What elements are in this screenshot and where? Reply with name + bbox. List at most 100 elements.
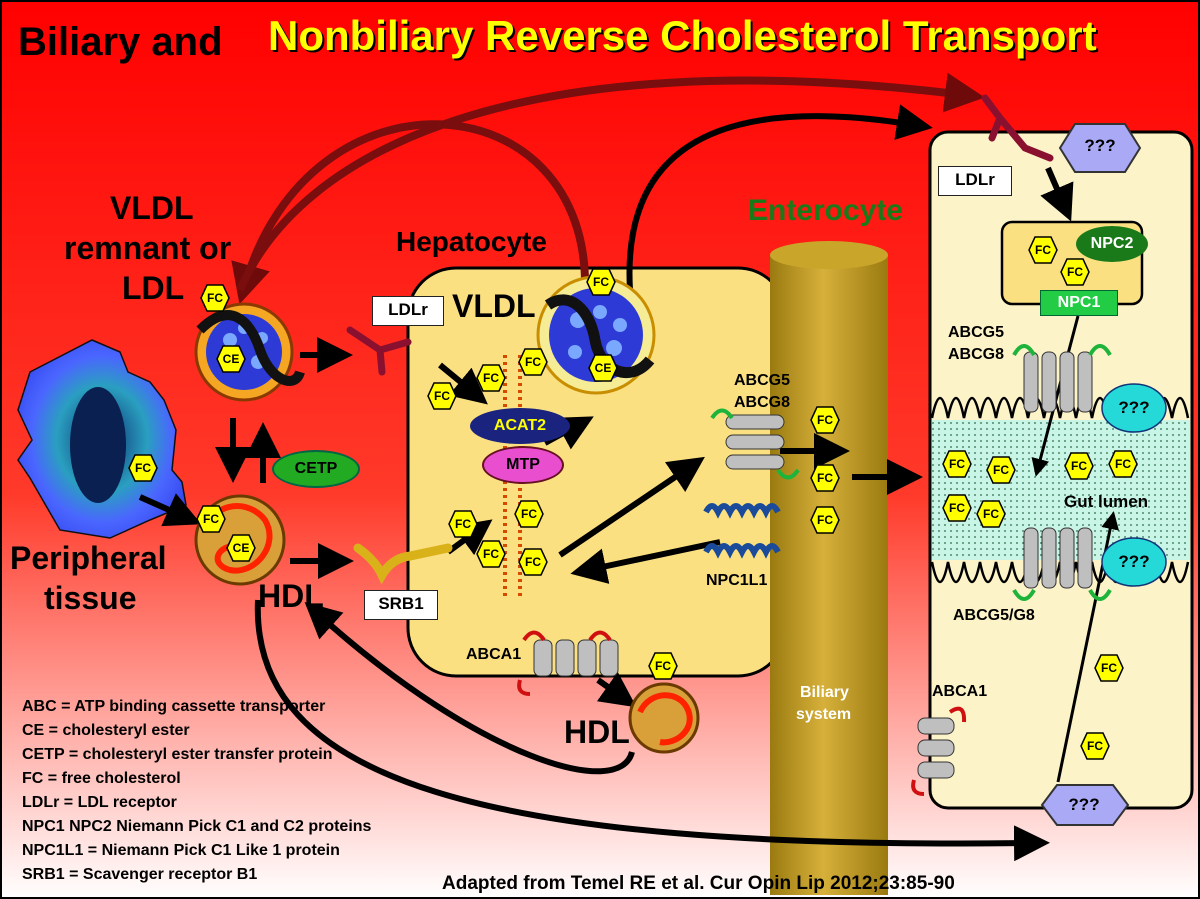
fc-marker: FC xyxy=(1108,450,1138,478)
acat2-protein: ACAT2 xyxy=(470,408,570,444)
abcg5-ent-line2: ABCG8 xyxy=(948,346,1005,363)
fc-marker-label: FC xyxy=(817,413,833,427)
fc-marker: FC xyxy=(810,464,840,492)
vldl-remnant-line1: VLDL xyxy=(110,190,194,226)
peripheral-line2: tissue xyxy=(44,580,137,616)
ce-marker-hdl: CE xyxy=(226,534,256,562)
srb1-box: SRB1 xyxy=(364,590,438,620)
biliary-line2: system xyxy=(796,706,852,723)
hdl-particle-bottom xyxy=(628,682,700,754)
hdl-label-bottom: HDL xyxy=(564,714,630,750)
cetp-protein: CETP xyxy=(272,450,360,488)
fc-marker-label: FC xyxy=(135,461,151,475)
fc-marker-label: FC xyxy=(525,355,541,369)
arrow-npc1l1-to-fc xyxy=(570,539,721,584)
fc-marker: FC xyxy=(196,505,226,533)
fc-marker: FC xyxy=(586,268,616,296)
arrow-vldl-to-enterocyte xyxy=(626,104,933,291)
fc-marker: FC xyxy=(476,540,506,568)
fc-marker-label: FC xyxy=(817,471,833,485)
npc2-protein: NPC2 xyxy=(1076,226,1148,262)
fc-marker-label: FC xyxy=(1087,739,1103,753)
ce-marker-ldl: CE xyxy=(216,345,246,373)
unknown-bubble-upper-shape xyxy=(1101,383,1167,433)
arrow-ldlr-to-endosome xyxy=(1040,166,1074,222)
biliary-column-top xyxy=(770,241,888,269)
vldl-remnant-line3: LDL xyxy=(122,270,185,306)
arrow-fc-to-abcg5 xyxy=(558,456,705,558)
srb1-receptor-shape xyxy=(353,543,453,585)
fc-marker: FC xyxy=(448,510,478,538)
fc-marker-label: FC xyxy=(1067,265,1083,279)
fc-marker-label: FC xyxy=(1035,243,1051,257)
fc-marker-label: FC xyxy=(483,547,499,561)
red-arrow-remnant-to-enterocyte xyxy=(236,72,985,292)
fc-marker: FC xyxy=(1028,236,1058,264)
unknown-bubble-lower-shape xyxy=(1101,537,1167,587)
fc-marker: FC xyxy=(942,494,972,522)
fc-marker: FC xyxy=(986,456,1016,484)
fc-marker-label: FC xyxy=(434,389,450,403)
npc1-protein: NPC1 xyxy=(1040,290,1118,316)
fc-marker: FC xyxy=(810,506,840,534)
mtp-protein: MTP xyxy=(482,446,564,484)
abca1-liver-transporter xyxy=(517,630,619,696)
fc-marker: FC xyxy=(1064,452,1094,480)
fc-marker-label: FC xyxy=(207,291,223,305)
abcg5g8-ent-transporter xyxy=(1012,527,1112,601)
fc-marker-label: FC xyxy=(655,659,671,673)
abcg5-ent-transporter xyxy=(1012,344,1112,413)
legend-line: CETP = cholesteryl ester transfer protei… xyxy=(22,746,333,763)
fc-marker-label: FC xyxy=(1071,459,1087,473)
abca1-ent-label: ABCA1 xyxy=(932,683,988,700)
arrow-peripheral-to-hdl xyxy=(138,493,202,527)
fc-marker: FC xyxy=(427,382,457,410)
fc-marker-label: FC xyxy=(521,507,537,521)
legend-line: NPC1 NPC2 Niemann Pick C1 and C2 protein… xyxy=(22,818,372,835)
abcg5-liver-line1: ABCG5 xyxy=(734,372,791,389)
unknown-hex-bottom-shape xyxy=(1040,784,1130,826)
peripheral-nucleus xyxy=(70,387,126,503)
fc-marker: FC xyxy=(1060,258,1090,286)
arrow-hdl-to-nonbiliary xyxy=(254,599,1050,862)
vldl-remnant-line2: remnant or xyxy=(64,230,232,266)
fc-marker: FC xyxy=(810,406,840,434)
unknown-hex-top-shape xyxy=(1058,123,1142,173)
ce-marker-vldl: CE xyxy=(588,354,618,382)
arrow-abca1-to-hdl xyxy=(596,671,637,708)
unknown-hex-bottom: ??? xyxy=(1068,795,1100,814)
title-biliary: Biliary and xyxy=(18,20,223,64)
fc-marker-label: FC xyxy=(993,463,1009,477)
abcg5g8-label: ABCG5/G8 xyxy=(953,607,1035,624)
vldl-label: VLDL xyxy=(452,288,536,324)
fc-marker-label: FC xyxy=(1101,661,1117,675)
unknown-hex-top: ??? xyxy=(1084,136,1116,155)
hdl-label-left: HDL xyxy=(258,578,324,614)
fc-marker: FC xyxy=(1094,654,1124,682)
fc-marker-label: FC xyxy=(203,512,219,526)
ldl-receptor-right-shape xyxy=(981,94,1054,162)
fc-marker-label: FC xyxy=(525,555,541,569)
legend-line: NPC1L1 = Niemann Pick C1 Like 1 protein xyxy=(22,842,340,859)
fc-marker-label: FC xyxy=(983,507,999,521)
fc-marker: FC xyxy=(518,548,548,576)
unknown-bubble-upper: ??? xyxy=(1118,398,1150,417)
ldl-receptor-left-shape xyxy=(346,326,412,376)
fc-marker-label: FC xyxy=(949,501,965,515)
legend-line: LDLr = LDL receptor xyxy=(22,794,177,811)
npc1l1-label: NPC1L1 xyxy=(706,572,768,589)
abcg5-liver-transporter xyxy=(710,408,800,480)
npc1l1-transporter xyxy=(703,503,781,559)
unknown-bubble-lower: ??? xyxy=(1118,552,1150,571)
arrow-npc1-to-lumen xyxy=(1031,315,1080,477)
fc-marker: FC xyxy=(942,450,972,478)
fc-marker: FC xyxy=(514,500,544,528)
biliary-system-column xyxy=(770,255,888,895)
gut-lumen-label: Gut lumen xyxy=(1064,492,1149,511)
arrow-fc-to-acat xyxy=(438,362,488,405)
hepatocyte-label: Hepatocyte xyxy=(396,226,547,257)
title-nonbiliary: Nonbiliary Reverse Cholesterol Transport xyxy=(268,12,1097,59)
legend-line: SRB1 = Scavenger receptor B1 xyxy=(22,866,258,883)
fc-marker-label: FC xyxy=(817,513,833,527)
